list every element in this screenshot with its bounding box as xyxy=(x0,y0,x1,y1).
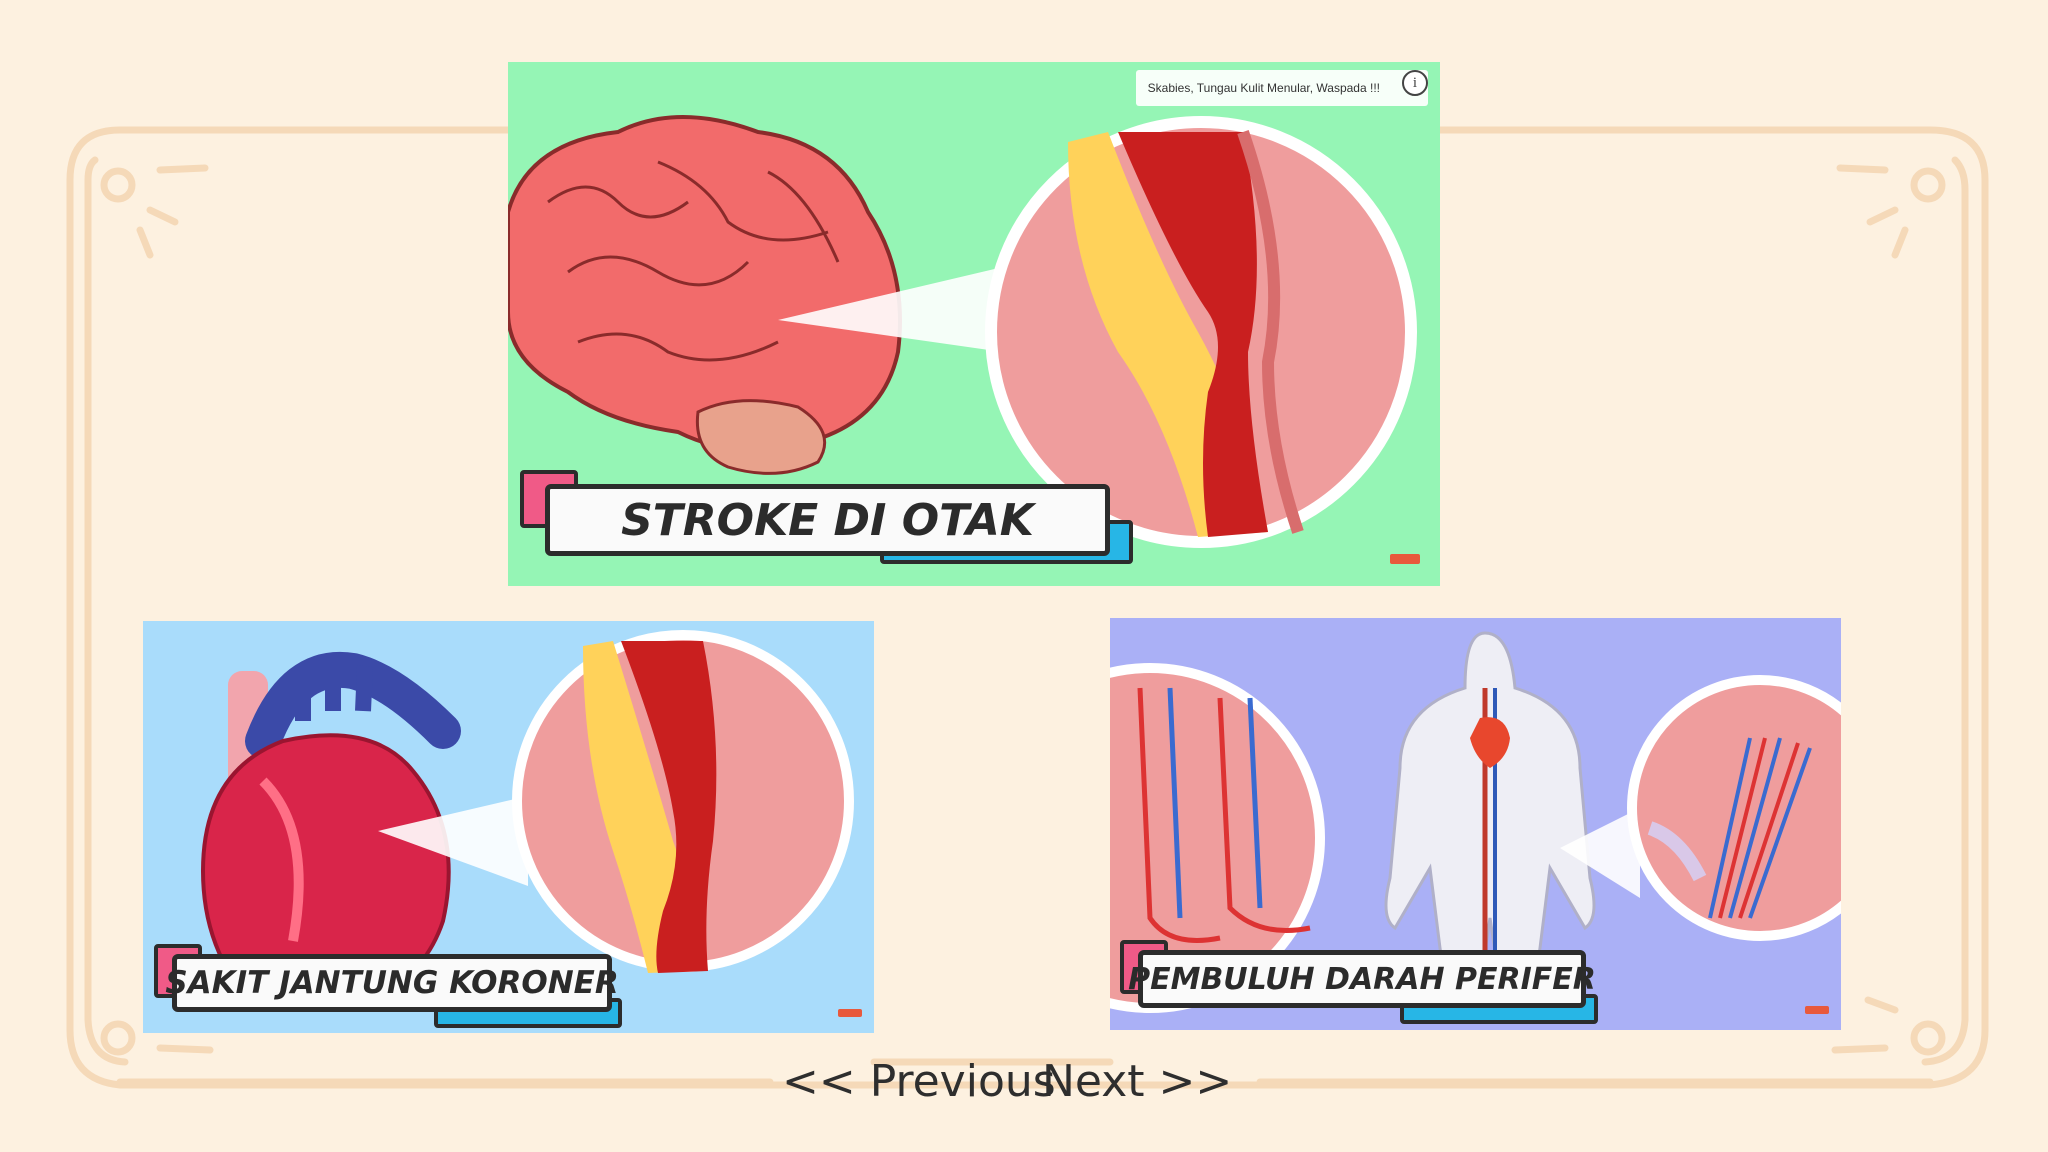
channel-badge xyxy=(1390,554,1420,564)
heart-illustration xyxy=(200,630,854,1008)
previous-button[interactable]: << Previous xyxy=(782,1055,1056,1107)
channel-badge xyxy=(838,1009,862,1017)
info-text: Skabies, Tungau Kulit Menular, Waspada !… xyxy=(1147,81,1380,95)
perifer-title: PEMBULUH DARAH PERIFER xyxy=(1128,950,1596,1008)
next-button[interactable]: Next >> xyxy=(1042,1055,1233,1107)
peripheral-illustration xyxy=(1110,631,1841,1020)
info-icon[interactable]: i xyxy=(1402,70,1428,96)
stroke-title: STROKE DI OTAK xyxy=(545,484,1110,556)
stroke-illustration xyxy=(508,115,1417,548)
info-bar[interactable]: Skabies, Tungau Kulit Menular, Waspada !… xyxy=(1135,70,1428,106)
channel-badge xyxy=(1805,1006,1829,1014)
jantung-title: SAKIT JANTUNG KORONER xyxy=(165,954,619,1012)
